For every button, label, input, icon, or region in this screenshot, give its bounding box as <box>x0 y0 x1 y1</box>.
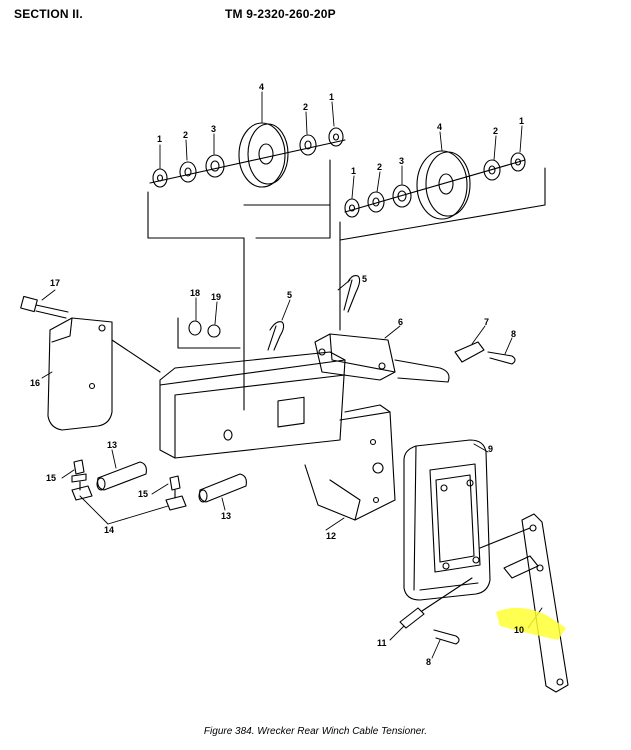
callout-3-a: 3 <box>211 124 216 134</box>
callout-8-b: 8 <box>426 657 431 667</box>
callout-18: 18 <box>190 288 200 298</box>
callout-1-b: 1 <box>329 92 334 102</box>
fitting-15-left <box>71 459 87 491</box>
cotter-pin-8-upper <box>487 351 516 365</box>
arm-10 <box>479 513 569 693</box>
callout-1-d: 1 <box>351 166 356 176</box>
callout-6: 6 <box>398 317 403 327</box>
frame-12 <box>159 351 396 521</box>
callout-15-b: 15 <box>138 489 148 499</box>
callout-2-d: 2 <box>377 162 382 172</box>
fitting-15-right <box>169 475 181 499</box>
cotter-pin-8-lower <box>433 629 460 645</box>
cotter-pin-5-left <box>267 321 285 351</box>
callout-9: 9 <box>488 444 493 454</box>
pin-7 <box>454 341 485 363</box>
bracket-16 <box>47 317 161 431</box>
callout-2-a: 2 <box>183 130 188 140</box>
section-heading: SECTION II. <box>14 7 83 21</box>
fitting-14-left <box>71 485 93 501</box>
callout-17: 17 <box>50 278 60 288</box>
callout-12: 12 <box>326 531 336 541</box>
callout-10: 10 <box>514 625 524 635</box>
callout-3-b: 3 <box>399 156 404 166</box>
callout-2-b: 2 <box>303 102 308 112</box>
callout-5-a: 5 <box>362 274 367 284</box>
callout-14: 14 <box>104 525 114 535</box>
callout-labels: 1 2 3 4 2 1 4 2 1 1 2 3 5 17 18 19 5 6 7… <box>30 82 524 667</box>
bracket-9 <box>403 439 491 601</box>
figure-caption: Figure 384. Wrecker Rear Winch Cable Ten… <box>203 726 428 737</box>
cotter-pin-5-right <box>343 275 361 313</box>
roller-13-left <box>96 461 147 491</box>
pin-11 <box>399 577 473 629</box>
callout-19: 19 <box>211 292 221 302</box>
callout-15-a: 15 <box>46 473 56 483</box>
leader-lines <box>41 91 543 659</box>
callout-16: 16 <box>30 378 40 388</box>
callout-5-b: 5 <box>287 290 292 300</box>
rod-6 <box>314 333 450 383</box>
callout-1-c: 1 <box>519 116 524 126</box>
highlight-mark <box>496 607 566 640</box>
callout-4-b: 4 <box>437 122 442 132</box>
callout-13-b: 13 <box>221 511 231 521</box>
bolt-17 <box>20 295 69 319</box>
fitting-14-right <box>165 495 187 511</box>
callout-1-a: 1 <box>157 134 162 144</box>
roller-13-right <box>198 473 247 503</box>
manual-number: TM 9-2320-260-20P <box>225 7 336 21</box>
parts-18-19 <box>177 317 241 349</box>
callout-8-a: 8 <box>511 329 516 339</box>
callout-4-a: 4 <box>259 82 264 92</box>
upper-right-pulley-assembly <box>339 150 546 331</box>
callout-13-a: 13 <box>107 440 117 450</box>
callout-11: 11 <box>377 638 387 648</box>
callout-7: 7 <box>484 317 489 327</box>
callout-2-c: 2 <box>493 126 498 136</box>
upper-left-pulley-assembly <box>147 122 346 411</box>
